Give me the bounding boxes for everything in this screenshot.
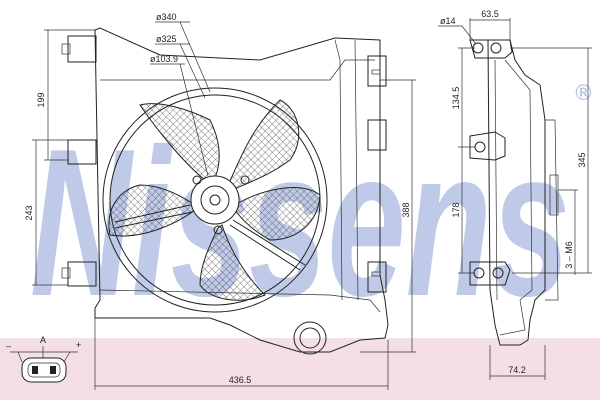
motor-boss <box>293 321 327 355</box>
hub-bolt <box>213 225 223 235</box>
mount-tab-mid-right <box>367 119 387 151</box>
mount-tab-bottom-right <box>367 261 387 293</box>
dim-345: 345 <box>577 152 587 167</box>
dim-388: 388 <box>401 202 411 217</box>
side-profile <box>470 39 546 346</box>
hub-bolt <box>240 175 250 185</box>
dim-178: 178 <box>451 202 461 217</box>
dim-63-5: 63.5 <box>481 9 499 19</box>
bottom-band <box>0 338 600 400</box>
side-view: 63.5 ø14 134.5 178 345 3 – M6 74.2 <box>438 9 592 380</box>
dim-436-5: 436.5 <box>229 375 252 385</box>
front-view: 199 243 388 436.5 ø340 ø325 ø103.9 <box>24 12 416 390</box>
dim-d14: ø14 <box>440 16 456 26</box>
mount-eye-top <box>469 39 513 59</box>
mount-tab-top-left <box>67 35 97 63</box>
dim-d340: ø340 <box>156 12 177 22</box>
fan-ring-outer <box>102 87 328 313</box>
fan-ring-inner <box>109 94 321 306</box>
connector-pin-label: A <box>40 335 46 345</box>
fan-blade <box>199 224 266 301</box>
dim-134-5: 134.5 <box>451 87 461 110</box>
mount-tab-bottom-left <box>67 261 97 287</box>
dim-74-2: 74.2 <box>508 365 526 375</box>
fan-blade <box>227 99 300 191</box>
connector-detail: – A + <box>6 335 81 383</box>
dim-199: 199 <box>36 92 46 107</box>
fan-blades <box>108 99 321 301</box>
mount-eye-bottom <box>469 261 511 286</box>
fan-hub-outer <box>190 175 240 225</box>
connector-plus-label: + <box>76 340 81 350</box>
dim-d325: ø325 <box>156 34 177 44</box>
fan-hub <box>200 185 230 215</box>
mount-tab-top-right <box>367 55 387 87</box>
fan-blade <box>139 103 220 181</box>
connector-body <box>21 357 67 383</box>
fan-blade <box>108 184 196 237</box>
dim-d103-9: ø103.9 <box>150 54 178 64</box>
dim-3-m6: 3 – M6 <box>564 241 574 269</box>
mount-eye-mid <box>469 131 506 161</box>
fan-blade <box>234 187 321 241</box>
shroud-outline <box>94 27 389 353</box>
hub-bolt <box>192 175 202 185</box>
mount-tab-mid-left <box>67 139 97 165</box>
connector-minus-label: – <box>6 341 11 351</box>
watermark-registered-mark: ® <box>575 80 592 105</box>
dim-243: 243 <box>24 205 34 220</box>
